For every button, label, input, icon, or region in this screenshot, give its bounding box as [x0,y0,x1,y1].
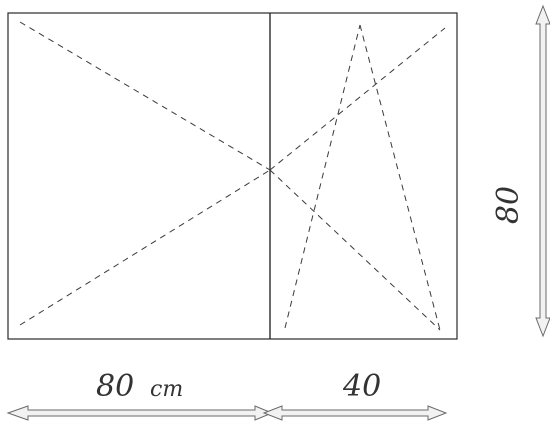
window-frame [7,12,458,340]
right-sash-turn-upper [269,27,446,171]
left-width-unit: cm [150,377,183,402]
right-width-dimension-arrow [262,405,448,421]
height-value: 80 [491,186,526,224]
right-sash-tilt-left [284,24,361,329]
left-width-value: 80 [96,369,134,404]
right-sash-tilt-right [359,24,441,331]
height-dimension-arrow [535,4,550,338]
left-sash-diagonal-up [19,169,271,326]
right-width-value: 40 [342,369,381,404]
left-width-dimension-arrow [6,405,274,421]
right-sash-turn-lower [269,169,441,331]
left-width-label: 80 cm [96,369,183,404]
left-sash-diagonal-down [19,21,271,171]
